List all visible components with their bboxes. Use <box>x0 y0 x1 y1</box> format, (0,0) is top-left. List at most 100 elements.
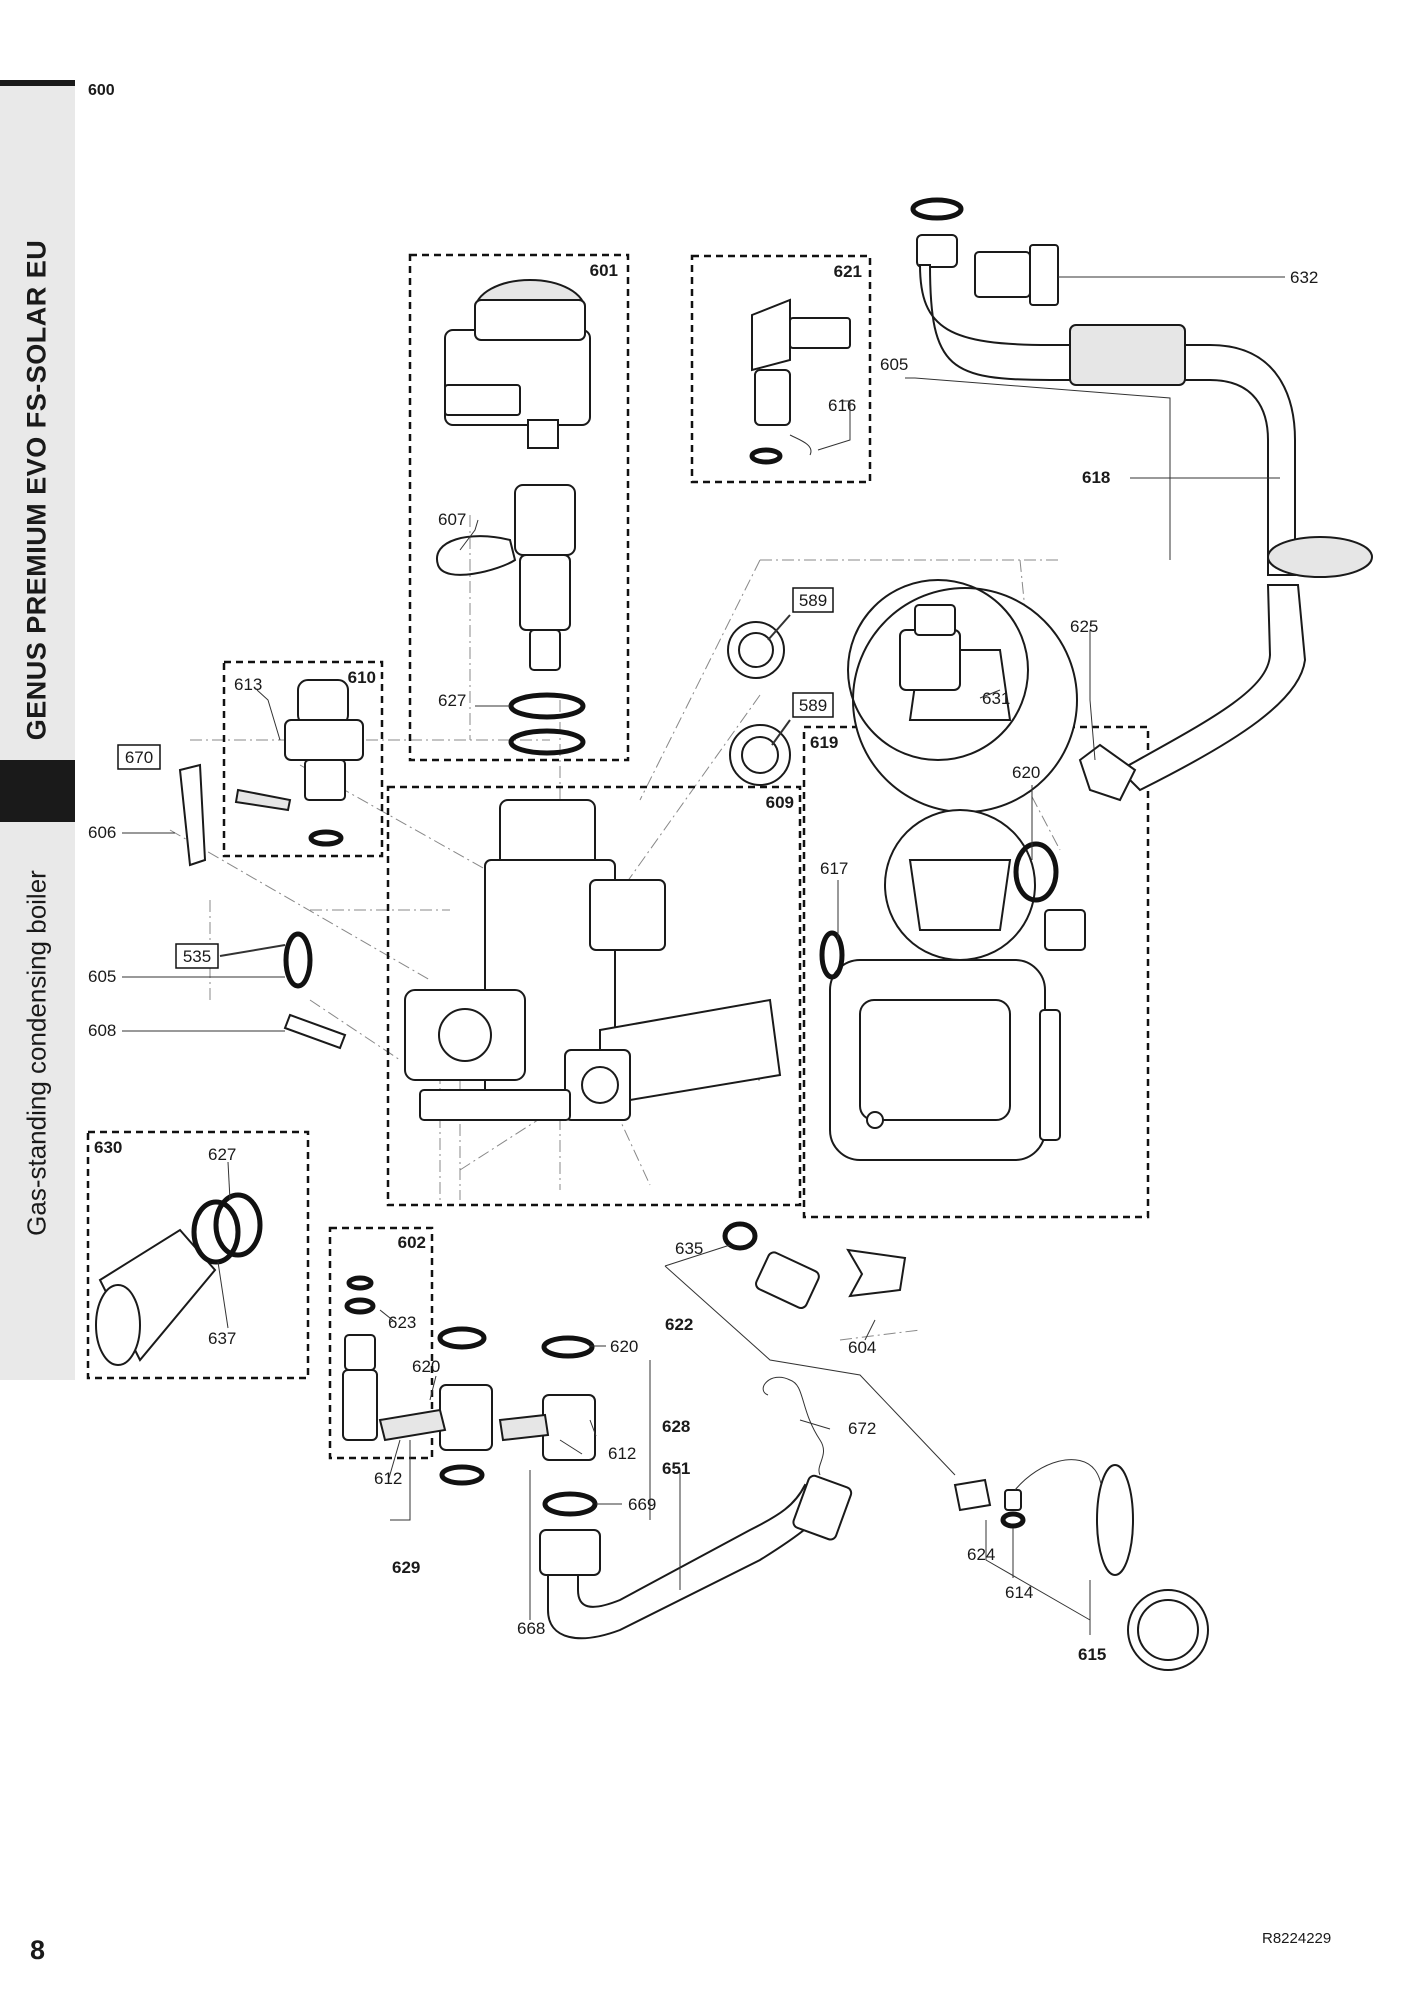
label-605: 605 <box>88 967 116 986</box>
group-box-601: 601 <box>408 253 630 762</box>
o-ring-614 <box>1000 1511 1026 1529</box>
label-614: 614 <box>1005 1583 1033 1602</box>
label-624: 624 <box>967 1545 995 1564</box>
label-631: 631 <box>982 689 1010 708</box>
label-629: 629 <box>392 1558 420 1577</box>
o-ring-602-a <box>346 1275 374 1291</box>
ref-label-589: 589 <box>799 591 827 610</box>
ref-label-670: 670 <box>125 748 153 767</box>
pressure-gauge-615 <box>953 1459 1209 1671</box>
group-box-630: 630 <box>86 1130 310 1380</box>
o-ring-617 <box>819 930 845 980</box>
label-620: 620 <box>610 1337 638 1356</box>
label-605: 605 <box>880 355 908 374</box>
o-ring-627-630 <box>213 1192 263 1258</box>
o-ring-620-pump <box>1013 841 1059 903</box>
section-code: 600 <box>88 82 115 99</box>
group-box-609: 609 <box>386 785 802 1207</box>
o-ring-668 <box>439 1464 485 1486</box>
hydraulic-block-609 <box>404 799 782 1121</box>
o-ring-627-lower <box>508 728 586 756</box>
group-label-609: 609 <box>766 793 794 812</box>
group-label-619: 619 <box>810 733 838 752</box>
connector-630 <box>95 1228 217 1366</box>
ref-box-589-lower: 589 <box>771 692 834 746</box>
ref-box-589-upper: 589 <box>767 587 834 641</box>
ref-box-670: 670 <box>117 744 161 770</box>
sidebar-top-rule <box>0 80 75 86</box>
group-label-602: 602 <box>398 1233 426 1252</box>
clip-672 <box>762 1376 825 1476</box>
label-623: 623 <box>388 1313 416 1332</box>
fitting-628 <box>498 1394 596 1461</box>
sidebar: GENUS PREMIUM EVO FS-SOLAR EU Gas-standi… <box>0 0 75 1994</box>
label-607: 607 <box>438 510 466 529</box>
label-637: 637 <box>208 1329 236 1348</box>
label-612: 612 <box>608 1444 636 1463</box>
ref-box-535: 535 <box>175 943 286 969</box>
o-ring-669 <box>542 1491 598 1517</box>
leader-lines <box>122 276 1285 1635</box>
label-627: 627 <box>208 1145 236 1164</box>
label-622: 622 <box>665 1315 693 1334</box>
group-box-621: 621 <box>690 254 872 484</box>
o-ring-610 <box>308 829 344 847</box>
pressure-sensor-621 <box>751 298 851 456</box>
label-620: 620 <box>1012 763 1040 782</box>
group-label-601: 601 <box>590 261 618 280</box>
label-669: 669 <box>628 1495 656 1514</box>
sidebar-background <box>0 80 75 1380</box>
label-613: 613 <box>234 675 262 694</box>
label-612: 612 <box>374 1469 402 1488</box>
label-616: 616 <box>828 396 856 415</box>
clip-632 <box>974 244 1059 306</box>
flow-pipe-618 <box>916 234 1373 792</box>
label-635: 635 <box>675 1239 703 1258</box>
ref-label-535: 535 <box>183 947 211 966</box>
label-615: 615 <box>1078 1645 1106 1664</box>
label-620: 620 <box>412 1357 440 1376</box>
label-668: 668 <box>517 1619 545 1638</box>
label-651: 651 <box>662 1459 690 1478</box>
label-632: 632 <box>1290 268 1318 287</box>
o-ring-605-top <box>910 197 964 221</box>
o-ring-637 <box>191 1199 241 1265</box>
label-604: 604 <box>848 1338 876 1357</box>
label-625: 625 <box>1070 617 1098 636</box>
clip-608 <box>283 1013 347 1050</box>
group-label-630: 630 <box>94 1138 122 1157</box>
label-608: 608 <box>88 1021 116 1040</box>
fitting-629 <box>378 1384 493 1451</box>
label-627: 627 <box>438 691 466 710</box>
o-ring-602-b <box>344 1297 376 1315</box>
page-number: 8 <box>30 1935 46 1965</box>
o-ring-621 <box>749 447 783 465</box>
detail-circle-631 <box>847 579 1029 761</box>
group-box-610: 610 <box>222 660 384 858</box>
label-672: 672 <box>848 1419 876 1438</box>
o-ring-620-right <box>541 1335 595 1359</box>
label-618: 618 <box>1082 468 1110 487</box>
seal-589-upper <box>727 621 785 679</box>
o-ring-627-upper <box>508 692 586 720</box>
fitting-622 <box>755 1251 820 1309</box>
o-ring-620-left <box>437 1326 487 1350</box>
three-way-valve-cartridge <box>435 484 576 671</box>
o-ring-605-side <box>283 931 313 989</box>
group-label-610: 610 <box>348 668 376 687</box>
label-628: 628 <box>662 1417 690 1436</box>
clip-625 <box>1078 743 1137 802</box>
fill-valve-610 <box>234 679 364 812</box>
ref-label-589: 589 <box>799 696 827 715</box>
group-label-621: 621 <box>834 262 862 281</box>
document-reference: R8224229 <box>1262 1930 1332 1947</box>
label-606: 606 <box>88 823 116 842</box>
o-ring-635 <box>722 1221 758 1251</box>
clip-606 <box>178 763 207 867</box>
valve-602 <box>342 1275 378 1441</box>
clip-604 <box>846 1248 907 1298</box>
label-617: 617 <box>820 859 848 878</box>
valve-motor-actuator <box>444 279 591 449</box>
sidebar-marker-block <box>0 760 75 822</box>
